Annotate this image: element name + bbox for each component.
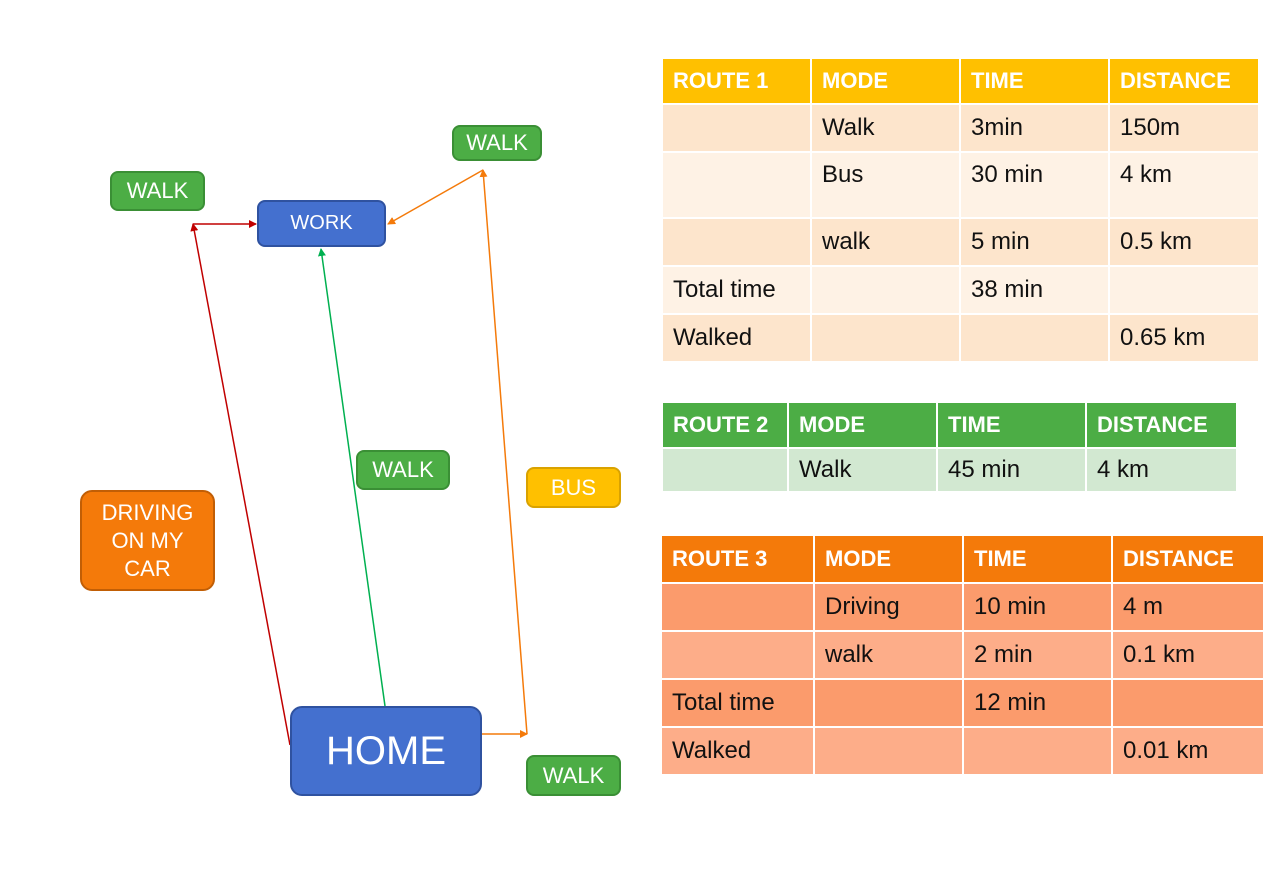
- walk-node-label: WALK: [372, 457, 434, 482]
- table-row: Walk 3min 150m: [661, 103, 1260, 153]
- header-cell: TIME: [959, 57, 1110, 105]
- driving-node: DRIVING ON MY CAR: [80, 490, 215, 591]
- header-cell: ROUTE 3: [660, 534, 815, 584]
- table-row: Driving 10 min 4 m: [660, 582, 1265, 632]
- table-row: Bus 30 min 4 km: [661, 151, 1260, 219]
- table-cell: 10 min: [962, 582, 1113, 632]
- table-cell: walk: [813, 630, 964, 680]
- table-row: Total time 12 min: [660, 678, 1265, 728]
- table-cell: Total time: [660, 678, 815, 728]
- bus-node-label: BUS: [550, 474, 597, 500]
- table-cell: 45 min: [936, 447, 1087, 493]
- route-diagram: WALK WORK WALK WALK BUS DRIVING ON MY CA…: [80, 125, 621, 796]
- walk-node-bottom-right: WALK: [526, 755, 621, 796]
- driving-node-label-line: ON MY: [111, 527, 184, 553]
- table-cell: [661, 151, 812, 219]
- route2-arrow-walk: [318, 248, 386, 707]
- table-row: walk 2 min 0.1 km: [660, 630, 1265, 680]
- table-cell: Total time: [661, 265, 812, 315]
- route-1-table: ROUTE 1 MODE TIME DISTANCE Walk 3min 150…: [661, 57, 1260, 363]
- header-cell: DISTANCE: [1111, 534, 1265, 584]
- table-row: Walked 0.65 km: [661, 313, 1260, 363]
- walk-node-top-left: WALK: [110, 171, 205, 211]
- table-cell: [959, 313, 1110, 363]
- table-cell: [1108, 265, 1260, 315]
- table-cell: [661, 447, 789, 493]
- table-cell: 38 min: [959, 265, 1110, 315]
- route1-arrow-bus-up: [479, 169, 528, 735]
- table-cell: [661, 217, 812, 267]
- header-cell: MODE: [787, 401, 938, 449]
- table-row: Total time 38 min: [661, 265, 1260, 315]
- walk-node-label: WALK: [466, 130, 528, 155]
- header-cell: MODE: [813, 534, 964, 584]
- table-cell: 5 min: [959, 217, 1110, 267]
- bus-node: BUS: [526, 467, 621, 508]
- table-cell: [813, 726, 964, 776]
- walk-node-label: WALK: [542, 762, 605, 788]
- driving-node-label-line: DRIVING: [101, 499, 194, 525]
- table-cell: Driving: [813, 582, 964, 632]
- table-cell: [962, 726, 1113, 776]
- table-cell: [660, 630, 815, 680]
- route-arrows: [190, 169, 528, 746]
- walk-node-top-right: WALK: [452, 125, 542, 161]
- table-cell: 0.65 km: [1108, 313, 1260, 363]
- table-cell: 2 min: [962, 630, 1113, 680]
- table-row: Walk 45 min 4 km: [661, 447, 1238, 493]
- table-cell: 3min: [959, 103, 1110, 153]
- table-cell: 0.01 km: [1111, 726, 1265, 776]
- table-row: Walked 0.01 km: [660, 726, 1265, 776]
- table-cell: [810, 313, 961, 363]
- table-cell: 4 m: [1111, 582, 1265, 632]
- route1-arrow-to-work: [387, 169, 484, 225]
- header-cell: TIME: [936, 401, 1087, 449]
- work-node: WORK: [257, 200, 386, 247]
- header-cell: DISTANCE: [1108, 57, 1260, 105]
- table-cell: 150m: [1108, 103, 1260, 153]
- table-cell: 0.1 km: [1111, 630, 1265, 680]
- home-node-label: HOME: [326, 728, 446, 773]
- table-cell: walk: [810, 217, 961, 267]
- table-cell: Walk: [810, 103, 961, 153]
- header-cell: TIME: [962, 534, 1113, 584]
- table-cell: Bus: [810, 151, 961, 219]
- table-cell: 12 min: [962, 678, 1113, 728]
- table-row: walk 5 min 0.5 km: [661, 217, 1260, 267]
- walk-node-middle: WALK: [356, 450, 450, 490]
- table-cell: 4 km: [1085, 447, 1238, 493]
- route3-arrow-drive: [190, 223, 291, 746]
- table-cell: 30 min: [959, 151, 1110, 219]
- table-header-row: ROUTE 2 MODE TIME DISTANCE: [661, 401, 1238, 449]
- route-3-table: ROUTE 3 MODE TIME DISTANCE Driving 10 mi…: [660, 534, 1265, 776]
- table-cell: [660, 582, 815, 632]
- table-cell: 0.5 km: [1108, 217, 1260, 267]
- table-cell: 4 km: [1108, 151, 1260, 219]
- route-2-table: ROUTE 2 MODE TIME DISTANCE Walk 45 min 4…: [661, 401, 1238, 493]
- table-cell: Walked: [660, 726, 815, 776]
- table-cell: [810, 265, 961, 315]
- walk-node-label: WALK: [126, 178, 189, 203]
- table-cell: Walk: [787, 447, 938, 493]
- header-cell: MODE: [810, 57, 961, 105]
- table-cell: Walked: [661, 313, 812, 363]
- table-cell: [1111, 678, 1265, 728]
- table-header-row: ROUTE 3 MODE TIME DISTANCE: [660, 534, 1265, 584]
- header-cell: ROUTE 1: [661, 57, 812, 105]
- table-cell: [661, 103, 812, 153]
- driving-node-label-line: CAR: [124, 555, 171, 581]
- header-cell: ROUTE 2: [661, 401, 789, 449]
- header-cell: DISTANCE: [1085, 401, 1238, 449]
- table-header-row: ROUTE 1 MODE TIME DISTANCE: [661, 57, 1260, 105]
- work-node-label: WORK: [290, 212, 353, 234]
- table-cell: [813, 678, 964, 728]
- home-node: HOME: [290, 706, 482, 796]
